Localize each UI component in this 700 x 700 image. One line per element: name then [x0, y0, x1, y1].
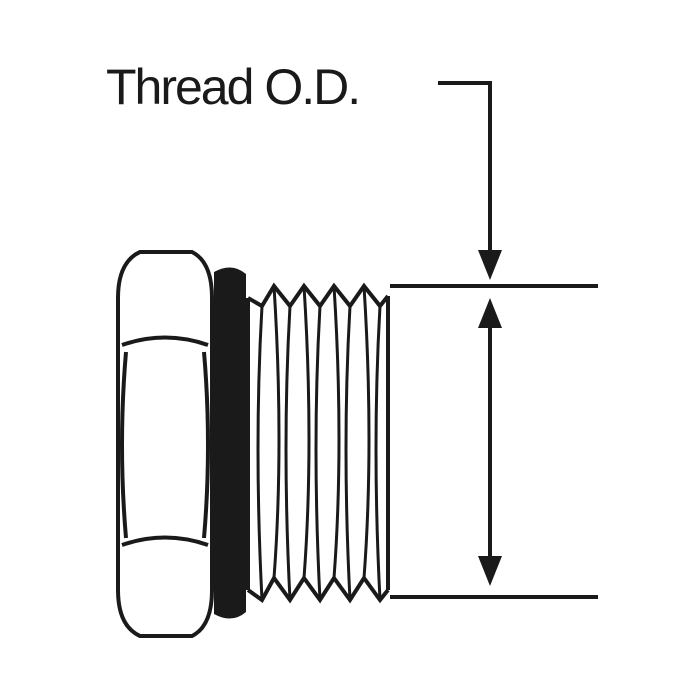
hex-head: [116, 250, 214, 638]
o-ring-seal: [214, 267, 246, 619]
thread-lines: [256, 285, 382, 601]
leader-arrow: [438, 81, 502, 280]
dimension-arrow: [478, 298, 502, 586]
thread-od-label: Thread O.D.: [106, 59, 359, 115]
